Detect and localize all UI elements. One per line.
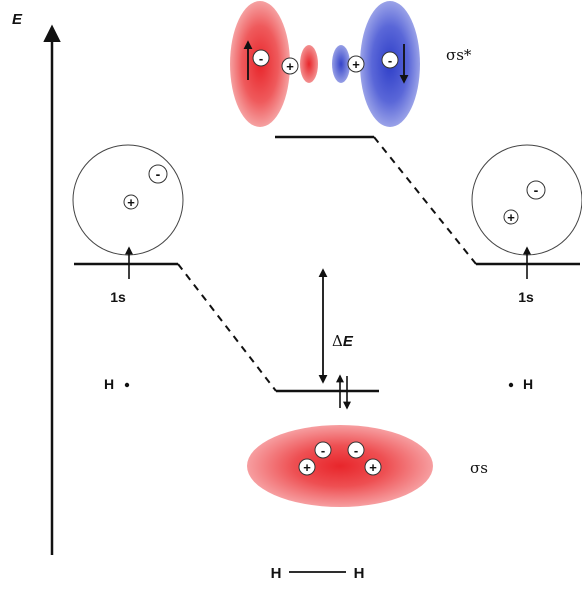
bonding-lobe (247, 425, 433, 507)
left-electron-marker (148, 164, 168, 184)
antibonding-red-lobe-small (300, 45, 318, 83)
bonding-orbital: - - + + σs (247, 425, 488, 507)
bonding-electron-charge-2: - (354, 443, 358, 458)
bonding-level-group (276, 374, 379, 410)
left-atom-1s: - + 1s H (72, 144, 184, 392)
bonding-nucleus-charge-1: + (303, 460, 311, 475)
antibonding-left-nucleus-charge: + (286, 59, 294, 74)
antibonding-left-nucleus-marker (281, 57, 299, 75)
right-electron-marker (526, 180, 546, 200)
right-atom-label: H (523, 376, 533, 392)
energy-gap: ΔE (318, 268, 354, 384)
bonding-electron-marker-1 (314, 441, 332, 459)
bonding-nucleus-marker-2 (364, 458, 382, 476)
molecule-right-atom: H (354, 565, 365, 582)
bonding-label: σs (470, 459, 488, 477)
left-atom-label: H (104, 376, 114, 392)
molecule-h2: H H (271, 565, 365, 582)
antibonding-right-electron-charge: - (388, 53, 392, 68)
energy-axis-label: E (12, 11, 23, 28)
right-electron-charge: - (534, 182, 539, 198)
correlation-line-left-bonding (177, 263, 277, 392)
antibonding-right-nucleus-charge: + (352, 57, 360, 72)
right-atom-circle (471, 144, 582, 256)
antibonding-right-nucleus-marker (347, 55, 365, 73)
energy-gap-label: ΔE (332, 332, 354, 350)
correlation-line-right-antibonding (373, 136, 477, 265)
left-nucleus-marker (123, 194, 139, 210)
antibonding-blue-lobe-small (332, 45, 350, 83)
antibonding-orbital: - + + - σs* (230, 1, 472, 139)
bonding-electron-marker-2 (347, 441, 365, 459)
left-orbital-label: 1s (110, 289, 126, 305)
right-atom-1s: - + 1s H (471, 144, 582, 392)
right-nucleus-charge: + (507, 210, 515, 225)
left-nucleus-charge: + (127, 195, 135, 210)
antibonding-left-electron-charge: - (259, 51, 263, 66)
left-atom-dot (124, 382, 130, 388)
antibonding-left-electron-marker (252, 49, 270, 67)
bonding-electron-charge-1: - (321, 443, 325, 458)
right-orbital-label: 1s (518, 289, 534, 305)
right-nucleus-marker (503, 209, 519, 225)
bonding-nucleus-marker-1 (298, 458, 316, 476)
right-atom-dot (508, 382, 514, 388)
molecule-left-atom: H (271, 565, 282, 582)
antibonding-right-electron-marker (381, 51, 399, 69)
antibonding-label: σs* (446, 46, 472, 64)
energy-gap-delta: Δ (332, 332, 343, 350)
energy-gap-var: E (343, 333, 354, 350)
left-electron-charge: - (156, 166, 161, 182)
bonding-nucleus-charge-2: + (369, 460, 377, 475)
